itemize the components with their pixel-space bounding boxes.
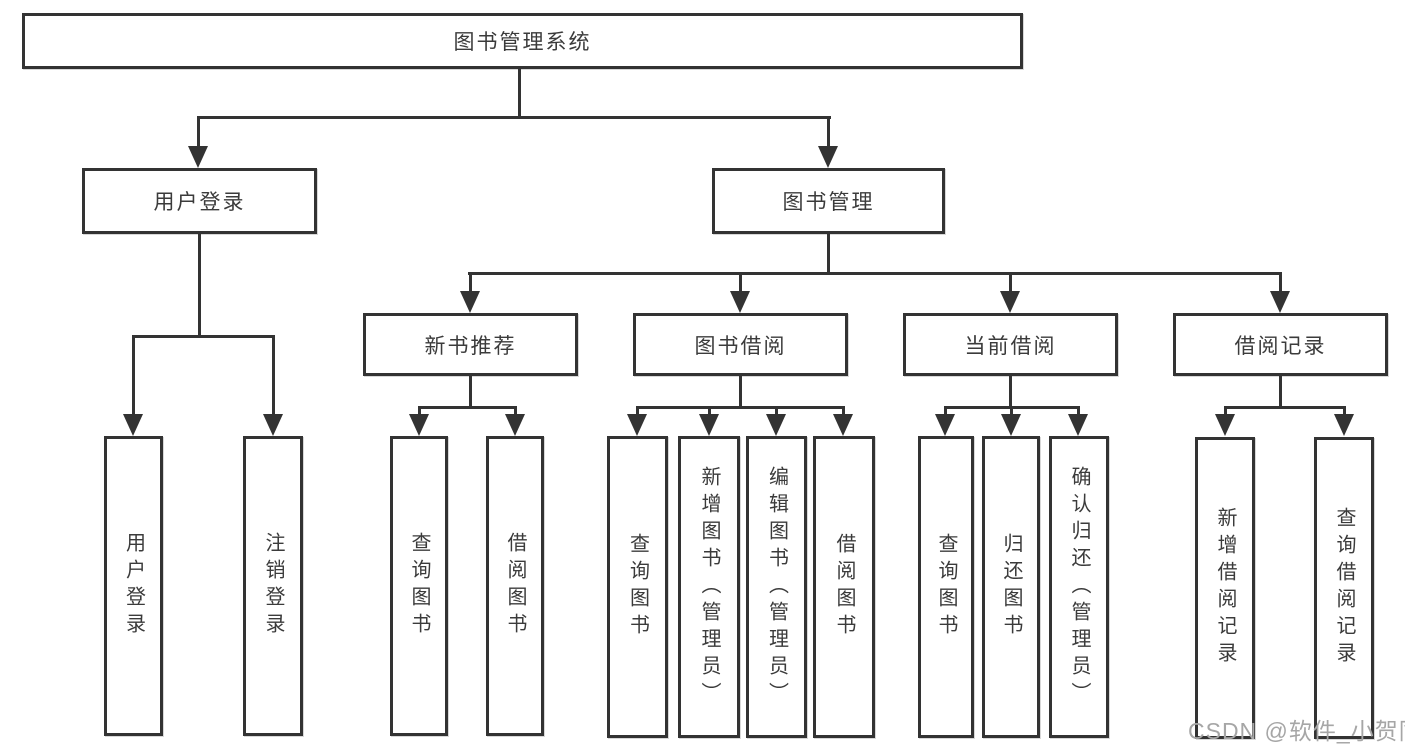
- leaf-query-borrow-record: 查询借阅记录: [1314, 437, 1374, 739]
- leaf-logout: 注销登录: [243, 436, 303, 736]
- edge-line: [1009, 376, 1012, 409]
- edge-line: [636, 406, 845, 409]
- edge-line: [197, 116, 200, 147]
- edge-line: [1224, 406, 1227, 415]
- leaf-borrow-books-1: 借阅图书: [486, 436, 544, 736]
- edge-line: [827, 116, 830, 147]
- edge-line: [132, 335, 275, 338]
- edge-line: [197, 116, 831, 119]
- arrow-head-icon: [730, 291, 750, 313]
- edge-line: [468, 272, 1282, 275]
- node-user-login: 用户登录: [82, 168, 317, 234]
- arrow-head-icon: [409, 414, 429, 436]
- edge-line: [469, 272, 472, 293]
- edge-line: [1279, 376, 1282, 409]
- edge-line: [198, 234, 201, 338]
- csdn-watermark: CSDN @软件_小贺同学: [1188, 718, 1405, 744]
- edge-line: [469, 376, 472, 409]
- edge-line: [739, 272, 742, 293]
- arrow-head-icon: [699, 414, 719, 436]
- edge-line: [418, 406, 517, 409]
- edge-line: [1077, 406, 1080, 415]
- leaf-edit-books-admin: 编辑图书（管理员）: [746, 436, 807, 738]
- leaf-query-books-2: 查询图书: [607, 436, 668, 738]
- arrow-head-icon: [505, 414, 525, 436]
- leaf-add-books-admin: 新增图书（管理员）: [678, 436, 740, 738]
- arrow-head-icon: [188, 146, 208, 168]
- leaf-confirm-return-admin: 确认归还（管理员）: [1049, 436, 1109, 738]
- leaf-return-books: 归还图书: [982, 436, 1040, 738]
- edge-line: [708, 406, 711, 415]
- leaf-query-books-1: 查询图书: [390, 436, 448, 736]
- edge-line: [842, 406, 845, 415]
- node-borrow-records: 借阅记录: [1173, 313, 1388, 376]
- node-root-library-system: 图书管理系统: [22, 13, 1023, 69]
- edge-line: [132, 335, 135, 416]
- edge-line: [1343, 406, 1346, 415]
- arrow-head-icon: [1001, 414, 1021, 436]
- edge-line: [1224, 406, 1345, 409]
- edge-line: [636, 406, 639, 415]
- edge-line: [1009, 272, 1012, 293]
- edge-line: [514, 406, 517, 415]
- edge-line: [418, 406, 421, 415]
- arrow-head-icon: [123, 414, 143, 436]
- node-book-borrow: 图书借阅: [633, 313, 848, 376]
- edge-line: [827, 234, 830, 275]
- leaf-user-login: 用户登录: [104, 436, 163, 736]
- arrow-head-icon: [766, 414, 786, 436]
- arrow-head-icon: [1000, 291, 1020, 313]
- leaf-borrow-books-2: 借阅图书: [813, 436, 875, 738]
- arrow-head-icon: [627, 414, 647, 436]
- edge-line: [272, 335, 275, 416]
- node-new-book-recommend: 新书推荐: [363, 313, 578, 376]
- edge-line: [944, 406, 947, 415]
- leaf-query-books-3: 查询图书: [918, 436, 974, 738]
- leaf-add-borrow-record: 新增借阅记录: [1195, 437, 1255, 739]
- edge-line: [1279, 272, 1282, 293]
- node-current-borrow: 当前借阅: [903, 313, 1118, 376]
- arrow-head-icon: [833, 414, 853, 436]
- edge-line: [1010, 406, 1013, 415]
- arrow-head-icon: [460, 291, 480, 313]
- arrow-head-icon: [1270, 291, 1290, 313]
- node-book-management: 图书管理: [712, 168, 945, 234]
- edge-line: [518, 68, 521, 119]
- arrow-head-icon: [1334, 414, 1354, 436]
- arrow-head-icon: [818, 146, 838, 168]
- arrow-head-icon: [263, 414, 283, 436]
- edge-line: [775, 406, 778, 415]
- arrow-head-icon: [1068, 414, 1088, 436]
- arrow-head-icon: [935, 414, 955, 436]
- edge-line: [739, 376, 742, 409]
- arrow-head-icon: [1215, 414, 1235, 436]
